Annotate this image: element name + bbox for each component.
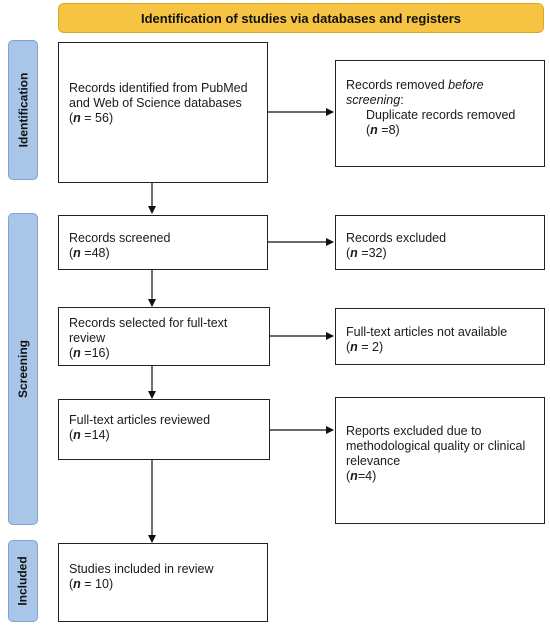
screened-n-value: =48) xyxy=(80,246,110,260)
selected-n-label: n xyxy=(73,346,81,360)
identified-n-label: n xyxy=(73,111,81,125)
box-full-text-not-available: Full-text articles not available (n = 2) xyxy=(335,308,545,365)
selected-line1: Records selected for full-text xyxy=(69,316,228,330)
not-available-count: (n = 2) xyxy=(346,340,384,354)
removed-line2-post: : xyxy=(400,93,404,107)
box-full-text-reviewed: Full-text articles reviewed (n =14) xyxy=(58,399,270,460)
identified-n-value: = 56) xyxy=(80,111,114,125)
phase-screening: Screening xyxy=(8,213,38,525)
removed-line2-em: screening xyxy=(346,93,401,107)
screened-line1: Records screened xyxy=(69,231,171,245)
included-n-value: = 10) xyxy=(80,577,114,591)
not-available-n-value: = 2) xyxy=(357,340,384,354)
included-n-label: n xyxy=(73,577,81,591)
removed-line1-pre: Records removed xyxy=(346,78,449,92)
excluded-n-label: n xyxy=(350,246,358,260)
phase-identification: Identification xyxy=(8,40,38,180)
screened-n-label: n xyxy=(73,246,81,260)
identified-line2: and Web of Science databases xyxy=(69,96,242,110)
box-records-excluded: Records excluded (n =32) xyxy=(335,215,545,270)
diagram-title: Identification of studies via databases … xyxy=(58,3,544,33)
selected-line2: review xyxy=(69,331,106,345)
box-records-removed: Records removed before screening: Duplic… xyxy=(335,60,545,167)
reports-excluded-n-label: n xyxy=(350,469,358,483)
removed-line1-em: before xyxy=(448,78,484,92)
included-count: (n = 10) xyxy=(69,577,114,591)
reports-excluded-line1: Reports excluded due to xyxy=(346,424,482,438)
excluded-n-value: =32) xyxy=(357,246,387,260)
identified-line1: Records identified from PubMed xyxy=(69,81,248,95)
box-records-selected: Records selected for full-text review (n… xyxy=(58,307,270,366)
reviewed-n-label: n xyxy=(73,428,81,442)
reports-excluded-line3: relevance xyxy=(346,454,401,468)
removed-line1: Records removed before xyxy=(346,78,534,93)
excluded-line1: Records excluded xyxy=(346,231,447,245)
diagram-title-text: Identification of studies via databases … xyxy=(140,10,462,26)
box-records-screened: Records screened (n =48) xyxy=(58,215,268,270)
excluded-count: (n =32) xyxy=(346,246,387,260)
included-line1: Studies included in review xyxy=(69,562,214,576)
reviewed-line1: Full-text articles reviewed xyxy=(69,413,211,427)
phase-included: Included xyxy=(8,540,38,622)
box-studies-included: Studies included in review (n = 10) xyxy=(58,543,268,622)
selected-count: (n =16) xyxy=(69,346,110,360)
reports-excluded-line2: methodological quality or clinical xyxy=(346,439,526,453)
removed-n-label: n xyxy=(370,123,378,137)
identified-count: (n = 56) xyxy=(69,111,114,125)
reports-excluded-n-value: =4) xyxy=(357,469,377,483)
not-available-line1: Full-text articles not available xyxy=(346,325,508,339)
reports-excluded-count: (n=4) xyxy=(346,469,377,483)
box-reports-excluded: Reports excluded due to methodological q… xyxy=(335,397,545,524)
not-available-n-label: n xyxy=(350,340,358,354)
removed-count: (n =8) xyxy=(366,123,400,137)
removed-line2: screening: xyxy=(346,93,534,108)
removed-n-value: =8) xyxy=(377,123,400,137)
reviewed-count: (n =14) xyxy=(69,428,110,442)
screened-count: (n =48) xyxy=(69,246,110,260)
removed-line3: Duplicate records removed xyxy=(366,108,516,122)
reviewed-n-value: =14) xyxy=(80,428,110,442)
box-records-identified: Records identified from PubMed and Web o… xyxy=(58,42,268,183)
selected-n-value: =16) xyxy=(80,346,110,360)
